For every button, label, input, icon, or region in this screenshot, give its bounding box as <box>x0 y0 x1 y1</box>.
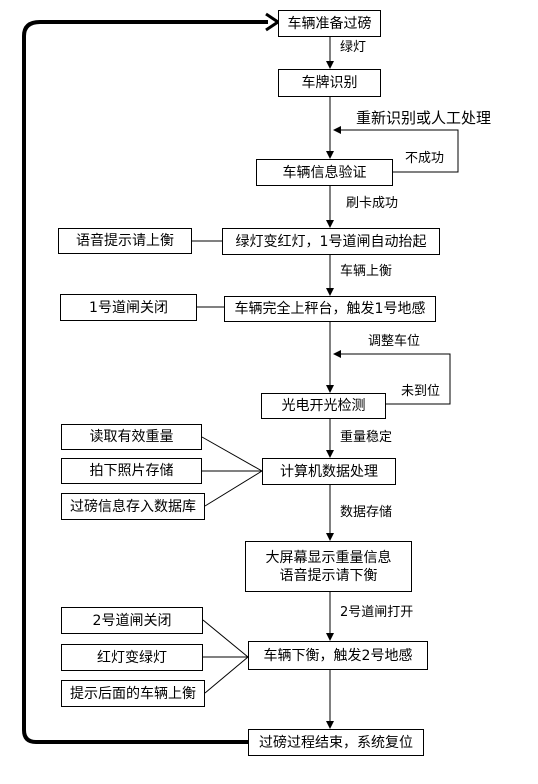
node-voice-up: 语音提示请上衡 <box>58 228 192 254</box>
node-read-weight: 读取有效重量 <box>61 424 202 450</box>
link-read-weight <box>201 436 263 472</box>
edge-label-adjust: 调整车位 <box>368 334 421 349</box>
edge-label-card-ok: 刷卡成功 <box>346 196 399 211</box>
edge-label-stable: 重量稳定 <box>340 430 393 445</box>
link-save-db <box>204 470 263 507</box>
edge-label-green: 绿灯 <box>340 40 367 55</box>
node-take-photo: 拍下照片存储 <box>61 458 202 484</box>
node-light: 红灯变绿灯 <box>61 644 203 671</box>
edge-label-not-in-place: 未到位 <box>401 384 441 399</box>
loop-return <box>22 20 268 744</box>
node-gate1-close: 1号道闸关闭 <box>60 294 197 321</box>
loop-adjust <box>333 350 451 405</box>
edge-label-retry: 重新识别或人工处理 <box>356 109 492 127</box>
node-screen: 大屏幕显示重量信息 语音提示请下衡 <box>245 541 412 592</box>
node-gate2-close: 2号道闸关闭 <box>61 607 203 634</box>
node-end: 过磅过程结束，系统复位 <box>248 729 424 756</box>
node-gate1-open: 绿灯变红灯，1号道闸自动抬起 <box>222 228 440 255</box>
node-compute: 计算机数据处理 <box>262 458 396 485</box>
node-ready: 车辆准备过磅 <box>278 10 381 37</box>
edge-label-store: 数据存储 <box>340 505 393 520</box>
node-next-car: 提示后面的车辆上衡 <box>61 680 205 707</box>
edge-label-fail: 不成功 <box>405 151 445 166</box>
loop-retry <box>333 126 459 173</box>
link-gate2-close <box>202 619 249 658</box>
edge-label-car-up: 车辆上衡 <box>340 264 393 279</box>
node-leave: 车辆下衡，触发2号地感 <box>248 641 428 670</box>
node-on-scale: 车辆完全上秤台，触发1号地感 <box>224 296 436 322</box>
node-photo: 光电开光检测 <box>261 393 386 419</box>
link-next-car <box>204 656 249 694</box>
node-plate: 车牌识别 <box>278 69 381 97</box>
node-save-db: 过磅信息存入数据库 <box>61 493 205 520</box>
edge-label-gate2-open: 2号道闸打开 <box>340 605 414 620</box>
node-verify: 车辆信息验证 <box>256 159 393 186</box>
